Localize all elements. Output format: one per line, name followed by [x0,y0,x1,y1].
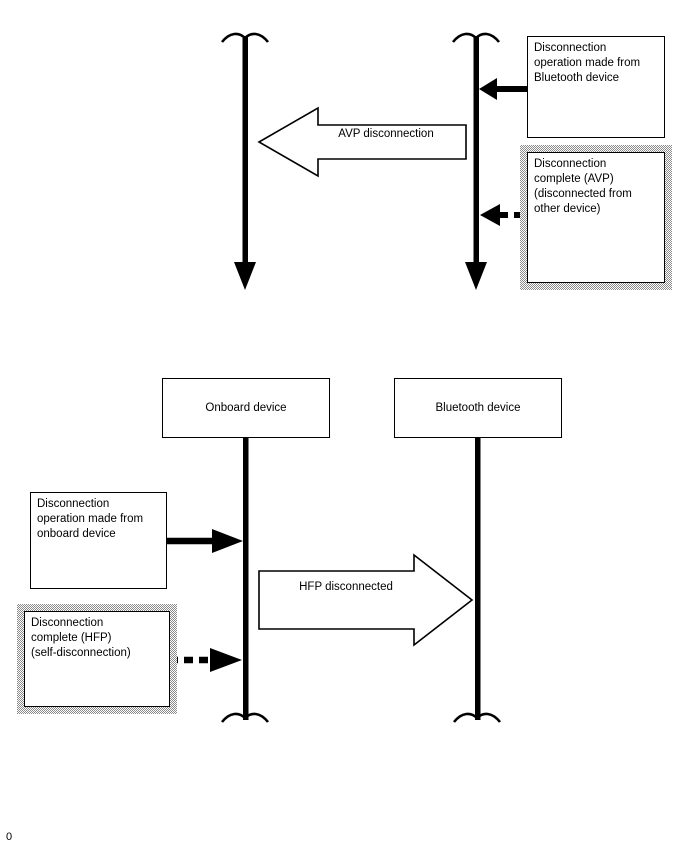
note-avp-disconnection-complete-text: Disconnection complete (AVP) (disconnect… [534,158,632,215]
lifeline-wave-cap-icon [220,712,270,723]
arrowhead-icon [480,204,500,226]
message-arrow-hfp-complete [169,648,242,672]
block-arrow-hfp-disconnected-label: HFP disconnected [299,581,393,593]
lifeline-bluetooth-top [451,32,501,290]
note-hfp-disconnection-complete: Disconnection complete (HFP) (self-disco… [17,604,177,714]
lifeline-onboard-bottom [220,438,270,723]
message-arrow-onboard-operation [167,529,243,553]
lifeline-bar [473,36,479,264]
lifeline-bluetooth-bottom [452,438,502,723]
note-bt-disconnect-operation: Disconnection operation made from Blueto… [527,36,665,138]
note-avp-disconnection-complete: Disconnection complete (AVP) (disconnect… [520,145,672,290]
arrowhead-icon [212,529,243,553]
block-arrow-avp-disconnection [257,106,467,178]
block-arrow-hfp-disconnected [258,553,474,647]
note-hfp-disconnection-complete-text: Disconnection complete (HFP) (self-disco… [31,617,131,659]
lifeline-head-onboard-label: Onboard device [205,401,287,414]
arrowhead-icon [479,78,497,100]
lifeline-head-onboard: Onboard device [162,378,330,438]
message-arrow-bt-operation [479,78,527,100]
lifeline-head-bluetooth-label: Bluetooth device [435,401,521,414]
lifeline-bar [242,36,248,264]
block-arrow-avp-disconnection-label: AVP disconnection [338,128,434,140]
lifeline-arrowhead-icon [465,262,487,290]
message-arrow-avp-complete [480,204,522,226]
lifeline-onboard-top [220,32,270,290]
lifeline-bar [243,438,249,720]
lifeline-wave-cap-icon [220,32,270,43]
lifeline-arrowhead-icon [234,262,256,290]
note-onboard-disconnect-operation: Disconnection operation made from onboar… [30,492,167,589]
arrowhead-icon [210,648,242,672]
lifeline-head-bluetooth: Bluetooth device [394,378,562,438]
lifeline-bar [475,438,481,720]
lifeline-wave-cap-icon [452,712,502,723]
page-corner-marker: 0 [6,831,13,843]
note-onboard-disconnect-operation-text: Disconnection operation made from onboar… [37,498,144,540]
lifeline-wave-cap-icon [451,32,501,43]
note-bt-disconnect-operation-text: Disconnection operation made from Blueto… [534,42,641,84]
